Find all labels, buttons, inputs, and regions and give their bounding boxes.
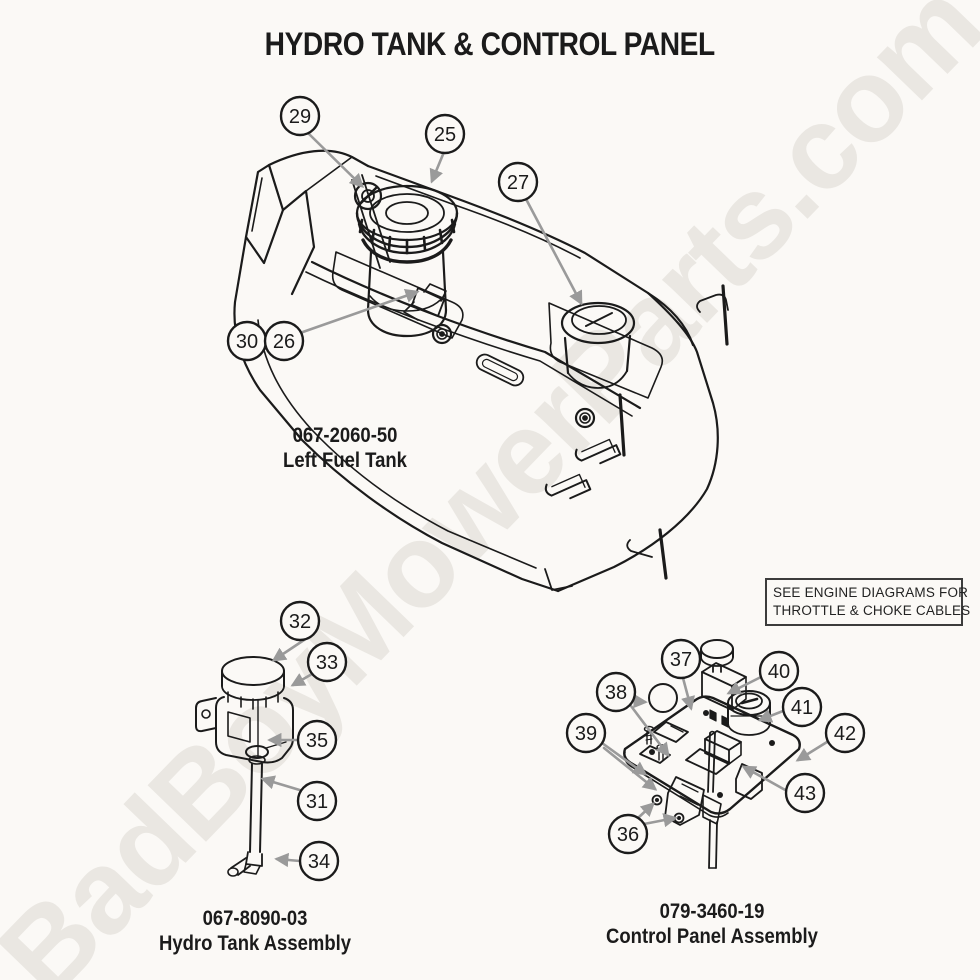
callout-33-number: 33: [316, 652, 338, 674]
callout-27: 27: [497, 161, 539, 203]
hydro-tank-label: 067-8090-03 Hydro Tank Assembly: [146, 906, 364, 956]
control-panel-part-name: Control Panel Assembly: [606, 925, 818, 948]
callout-32: 32: [279, 600, 321, 642]
callout-32-number: 32: [289, 611, 311, 633]
callout-26-number: 26: [273, 331, 295, 353]
callout-42-number: 42: [834, 723, 856, 745]
control-panel-label: 079-3460-19 Control Panel Assembly: [592, 899, 833, 949]
left-fuel-tank-drawing: [233, 149, 729, 593]
callout-30: 30: [226, 320, 268, 362]
callout-33: 33: [306, 641, 348, 683]
callout-36-number: 36: [617, 824, 639, 846]
callout-35-number: 35: [306, 730, 328, 752]
callout-36: 36: [607, 813, 649, 855]
page-title: HYDRO TANK & CONTROL PANEL: [0, 26, 980, 63]
callout-39: 39: [565, 712, 607, 754]
control-panel-part-number: 079-3460-19: [659, 900, 765, 923]
fuel-tank-part-name: Left Fuel Tank: [283, 449, 407, 472]
fuel-tank-label: 067-2060-50 Left Fuel Tank: [275, 423, 416, 473]
callout-29-number: 29: [289, 106, 311, 128]
engine-diagrams-note: SEE ENGINE DIAGRAMS FOR THROTTLE & CHOKE…: [765, 578, 971, 626]
callout-31-number: 31: [306, 791, 328, 813]
callout-42: 42: [824, 712, 866, 754]
callout-35: 35: [296, 719, 338, 761]
callout-43: 43: [784, 772, 826, 814]
callout-39-number: 39: [575, 723, 597, 745]
callout-26: 26: [263, 320, 305, 362]
page-title-text: HYDRO TANK & CONTROL PANEL: [264, 26, 716, 62]
callout-40-number: 40: [768, 661, 790, 683]
hydro-tank-assembly-drawing: [195, 656, 294, 877]
control-panel-assembly-drawing: [623, 639, 801, 869]
callout-41: 41: [781, 686, 823, 728]
callout-30-number: 30: [236, 331, 258, 353]
hydro-tank-part-name: Hydro Tank Assembly: [158, 932, 352, 955]
fuel-tank-part-number: 067-2060-50: [292, 424, 398, 447]
callout-balloons: 29 25 27 30 26 32: [226, 95, 866, 882]
callout-38: 38: [595, 671, 637, 713]
callout-38-number: 38: [605, 682, 627, 704]
hydro-tank-part-number: 067-8090-03: [202, 907, 308, 930]
callout-37-number: 37: [670, 649, 692, 671]
callout-25-number: 25: [434, 124, 456, 146]
note-line-2: THROTTLE & CHOKE CABLES: [773, 603, 971, 618]
leader-arrows: [260, 131, 829, 868]
callout-29: 29: [279, 95, 321, 137]
callout-27-number: 27: [507, 172, 529, 194]
callout-31: 31: [296, 780, 338, 822]
callout-34-number: 34: [308, 851, 330, 873]
callout-43-number: 43: [794, 783, 816, 805]
callout-34: 34: [298, 840, 340, 882]
note-line-1: SEE ENGINE DIAGRAMS FOR: [773, 585, 969, 600]
callout-40: 40: [758, 650, 800, 692]
callout-25: 25: [424, 113, 466, 155]
callout-37: 37: [660, 638, 702, 680]
callout-41-number: 41: [791, 697, 813, 719]
